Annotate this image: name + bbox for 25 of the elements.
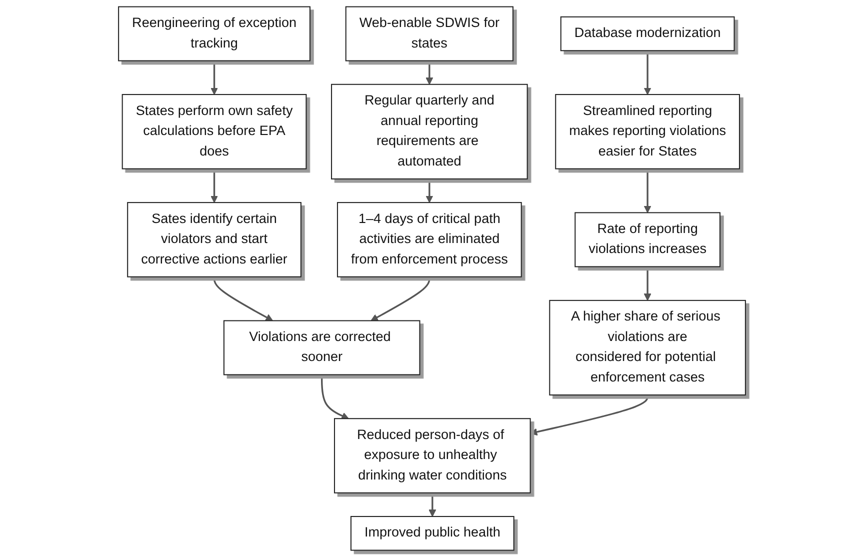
arrow xyxy=(644,266,652,301)
arrow xyxy=(321,374,349,420)
node-box: A higher share of serious violations are considered for potential enforcement cases xyxy=(549,300,746,396)
node-box: Improved public health xyxy=(350,516,514,551)
arrow xyxy=(644,168,652,213)
arrow xyxy=(210,60,218,95)
arrow xyxy=(426,60,434,85)
arrow xyxy=(213,276,273,322)
arrow xyxy=(370,276,430,322)
node-box: Rate of reporting violations increases xyxy=(574,212,720,268)
node-box: 1–4 days of critical path activities are eliminated from enforcement process xyxy=(336,202,522,278)
node-box: Reengineering of exception tracking xyxy=(118,6,310,62)
arrow xyxy=(426,178,434,203)
node-box: Regular quarterly and annual reporting requirements are automated xyxy=(331,84,528,180)
node-box: Sates identify certain violators and start corrective actions earlier xyxy=(127,202,302,278)
node-box: Reduced person-days of exposure to unhealthy drinking water conditions xyxy=(334,418,531,494)
node-box: Database modernization xyxy=(560,16,735,52)
arrow xyxy=(644,50,652,95)
node-box: Streamlined reporting makes reporting violations easier for States xyxy=(555,94,740,170)
node-box: Web-enable SDWIS for states xyxy=(345,6,514,62)
node-box: Violations are corrected sooner xyxy=(223,320,420,376)
node-box: States perform own safety calculations before EPA does xyxy=(122,94,307,170)
arrow xyxy=(530,394,648,436)
arrow xyxy=(428,492,436,517)
arrow xyxy=(210,168,218,203)
